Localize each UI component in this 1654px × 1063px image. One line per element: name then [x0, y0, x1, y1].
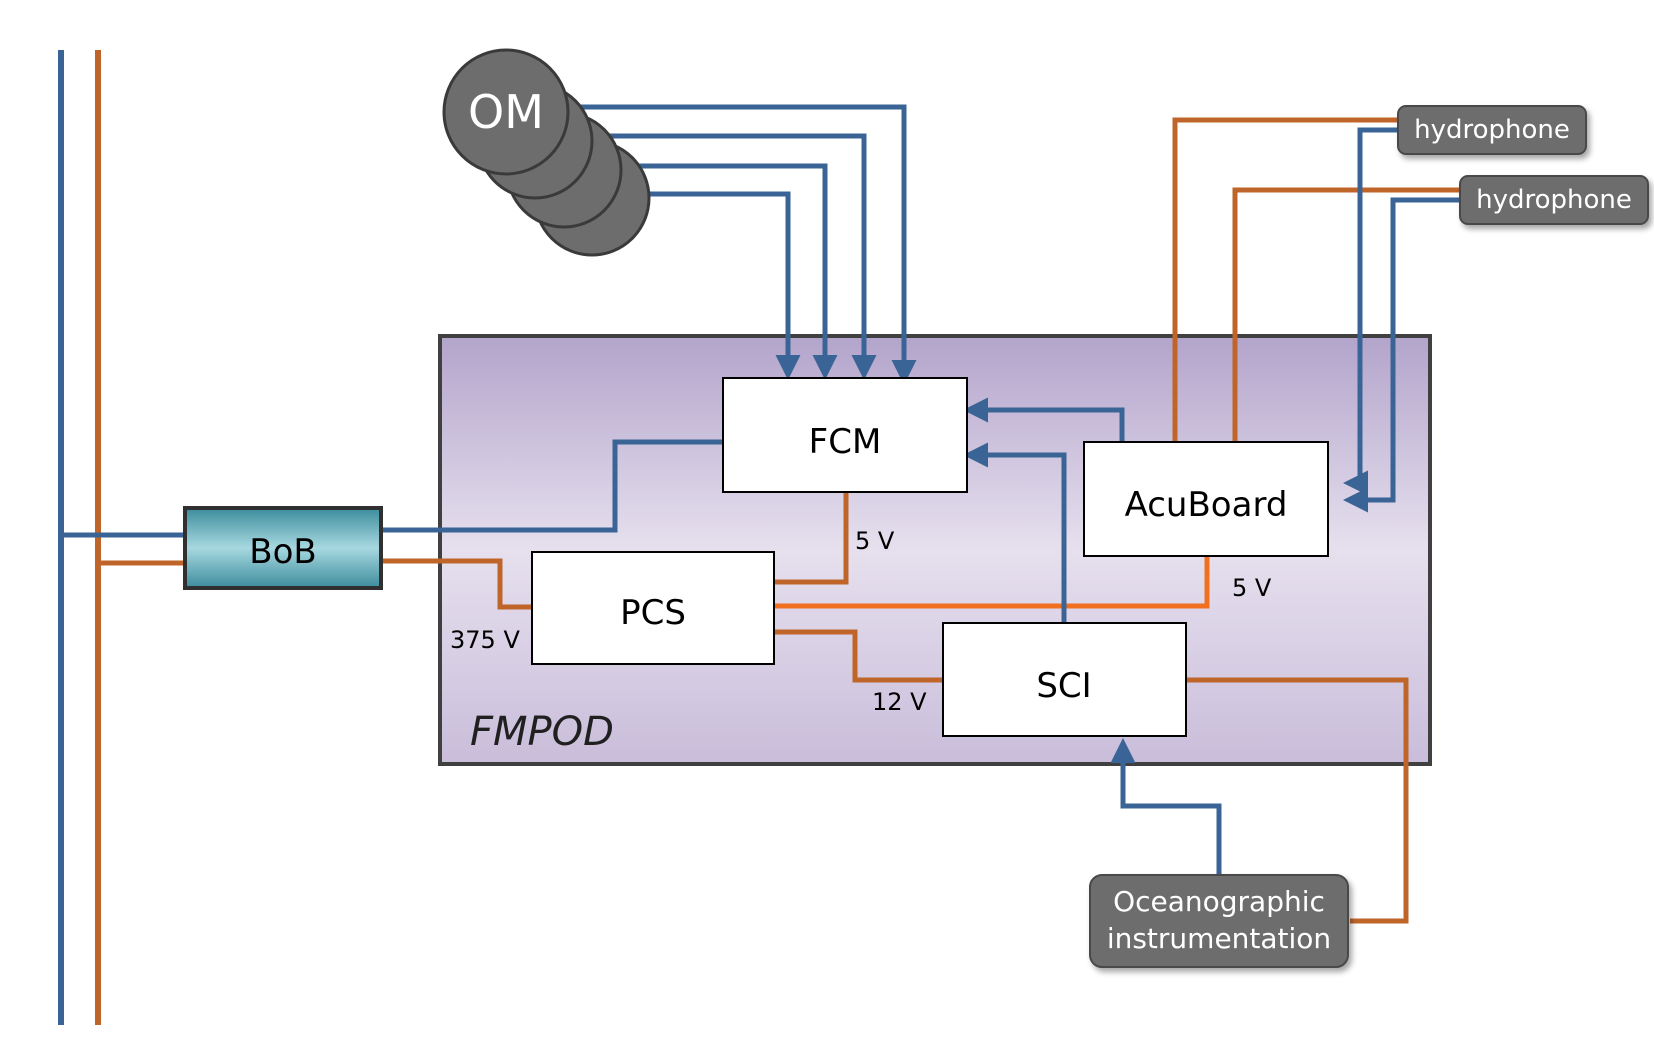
om4-fcm-data-line [650, 191, 801, 380]
sci-label: SCI [1036, 666, 1091, 706]
oceanographic-sci-data-line [1110, 738, 1222, 875]
bob-box: BoB [183, 506, 383, 590]
bob-pcs-power-line [382, 558, 532, 610]
fcm-label: FCM [809, 422, 882, 462]
sci-oceanographic-power-line [1186, 677, 1409, 924]
sci-box: SCI [942, 622, 1187, 737]
pcs-fcm-power-line [774, 492, 849, 585]
pcs-label: PCS [620, 593, 686, 633]
voltage-375v-label: 375 V [450, 626, 520, 654]
acuboard-label: AcuBoard [1125, 485, 1288, 525]
hydrophone1-data-line [1343, 127, 1400, 496]
acuboard-fcm-data-line [963, 397, 1125, 442]
acuboard-box: AcuBoard [1083, 441, 1329, 557]
oceanographic-box: Oceanographic instrumentation [1089, 874, 1349, 968]
voltage-labels: 375 V 5 V 5 V 12 V [450, 527, 1272, 716]
voltage-5v-acuboard-label: 5 V [1232, 574, 1272, 602]
oceanographic-label-line1: Oceanographic [1113, 885, 1325, 918]
fmpod-label: FMPOD [470, 709, 614, 755]
bob-fcm-data-line [382, 439, 723, 533]
voltage-5v-fcm-label: 5 V [855, 527, 895, 555]
oceanographic-label-line2: instrumentation [1107, 922, 1331, 955]
pcs-sci-power-line [774, 629, 943, 683]
backbone-cables [58, 50, 185, 1025]
pcs-box: PCS [531, 551, 775, 665]
om-label: OM [468, 85, 544, 139]
sci-fcm-data-line [963, 442, 1067, 623]
connections [382, 104, 1462, 924]
hydrophone-2-box: hydrophone [1459, 175, 1649, 225]
hydrophone-2-label: hydrophone [1476, 185, 1632, 215]
hydrophone1-power-line [1172, 117, 1400, 442]
om-circle-1 [442, 48, 570, 176]
voltage-12v-label: 12 V [872, 688, 927, 716]
om3-fcm-data-line [625, 163, 838, 380]
hydrophone-1-label: hydrophone [1414, 115, 1570, 145]
fcm-box: FCM [722, 377, 968, 493]
om-stack: OM [442, 48, 651, 257]
pcs-acuboard-power-line [774, 557, 1210, 609]
bob-label: BoB [249, 532, 316, 572]
hydrophone2-data-line [1343, 197, 1462, 513]
om2-fcm-data-line [593, 133, 877, 380]
hydrophone2-power-line [1232, 187, 1462, 442]
om1-fcm-data-line [572, 104, 917, 385]
hydrophone-1-box: hydrophone [1397, 105, 1587, 155]
